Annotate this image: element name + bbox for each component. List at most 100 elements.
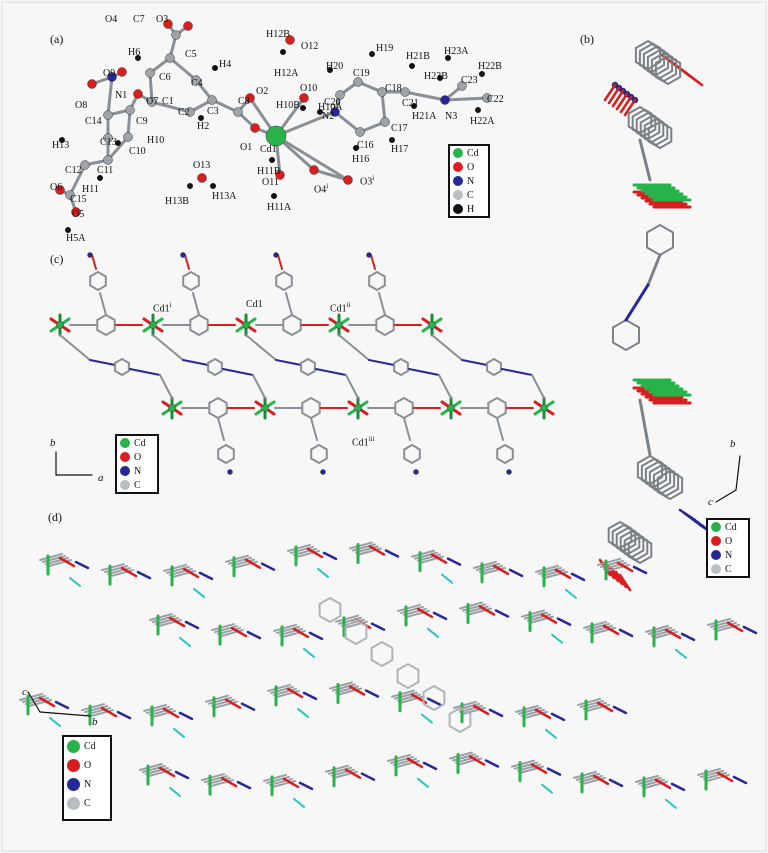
- d-n-3-5: [484, 759, 500, 768]
- atom-C13: [103, 133, 113, 143]
- atom-O9: [117, 67, 127, 77]
- h-atom-7: [279, 48, 287, 56]
- atom-C10: [123, 132, 133, 142]
- d-bond-1-4-2: [403, 607, 427, 616]
- atom-O7: [133, 89, 143, 99]
- b-top-o-3: [615, 92, 629, 111]
- atom-label: O11: [262, 178, 279, 188]
- atom-label: O2: [256, 87, 268, 97]
- atom-label: C21: [402, 99, 419, 109]
- bond-C10-C11: [106, 135, 130, 162]
- d-bond-3-7-2: [579, 774, 603, 783]
- pip-b-0: [159, 374, 173, 399]
- legend-row: O: [450, 160, 488, 174]
- atom-label: C22: [487, 95, 504, 105]
- h-atom-3: [114, 139, 122, 147]
- atom-O2: [245, 93, 255, 103]
- h-atom-9: [209, 182, 217, 190]
- d-bond-1-5-0: [459, 601, 483, 610]
- d-n-1-7: [618, 628, 634, 638]
- top-no2-2: [277, 254, 283, 270]
- atom-label: N3: [445, 112, 457, 122]
- d-hbond-0-4: [317, 567, 329, 578]
- d-hbond-2-2: [173, 727, 185, 738]
- d-hbond-1-2: [303, 647, 315, 658]
- atom-O8: [87, 79, 97, 89]
- atom-O6: [55, 185, 65, 195]
- d-bond-2-8-0: [515, 704, 539, 713]
- atom-label-text: O4: [314, 184, 327, 196]
- atom-label-text: H12A: [274, 68, 299, 79]
- atom-label: C11: [97, 166, 113, 176]
- d-bond-0-2-0: [163, 563, 187, 572]
- atom-label-text: H10B: [276, 100, 300, 111]
- top-upring-3: [368, 270, 386, 292]
- b-top-o-5: [623, 98, 637, 117]
- d-bond-2-6-0: [391, 689, 415, 698]
- d-bond-1-5-2: [465, 605, 489, 614]
- d-n-0-5: [384, 549, 400, 558]
- top-upring-0: [89, 270, 107, 292]
- pip-a-0: [59, 334, 91, 361]
- d-o-3-7: [592, 774, 610, 786]
- pip-b-2: [345, 374, 359, 399]
- atom-label: H17: [391, 145, 408, 155]
- atom-label: O3i: [360, 173, 374, 187]
- cd-label-text: Cd1: [153, 303, 170, 315]
- axis-b-label-b: b: [730, 438, 736, 450]
- bond-C3-C8: [210, 98, 240, 114]
- atom-label: H23A: [444, 47, 468, 57]
- atom-label-text: O4: [105, 14, 118, 25]
- legend-row: C: [117, 478, 157, 492]
- atom-label-text: C12: [65, 165, 82, 176]
- atom-label-text: C23: [461, 75, 478, 86]
- d-n-0-0: [74, 560, 90, 570]
- atom-label: C4: [191, 79, 203, 89]
- d-bond-2-2-0: [143, 703, 167, 712]
- d-o-0-5: [368, 545, 386, 556]
- d-hbond-0-2: [193, 587, 205, 598]
- atom-C5: [165, 53, 175, 63]
- atom-label-text: O13: [193, 160, 211, 171]
- top-ring-0: [96, 313, 116, 337]
- d-hbond-2-6: [421, 713, 433, 724]
- atom-label: H19: [376, 44, 393, 54]
- d-bond-1-8-2: [651, 628, 675, 637]
- h-atom-15: [368, 50, 376, 58]
- d-n-3-6: [546, 767, 562, 776]
- legend-row: O: [117, 450, 157, 464]
- atom-label-text: H10A: [318, 102, 343, 113]
- bond-N3-C22: [443, 96, 489, 102]
- cd-top-2: [242, 321, 250, 329]
- cd-label-text: Cd1: [246, 299, 263, 310]
- d-bond-3-4-2: [393, 757, 417, 766]
- atom-C12: [80, 160, 90, 170]
- d-n-1-6: [556, 617, 572, 626]
- bond-C14-N1: [106, 75, 114, 117]
- atom-C7: [171, 30, 181, 40]
- pip-a-4: [431, 334, 463, 361]
- d-bond-1-9-2: [713, 621, 737, 630]
- b-mid-link1: [646, 253, 662, 287]
- atom-C1: [147, 97, 157, 107]
- d-bond-2-5-0: [329, 681, 353, 690]
- d-bond-2-2-2: [149, 707, 173, 716]
- axis-b-c: [715, 489, 737, 503]
- legend-label: C: [467, 189, 474, 201]
- atom-label: C8: [238, 97, 250, 107]
- d-o-3-2: [282, 777, 300, 789]
- top-up-2: [285, 292, 293, 316]
- atom-C22: [482, 93, 492, 103]
- d-n-3-0: [174, 770, 190, 780]
- d-n-3-8: [670, 782, 686, 792]
- atom-label-text: H11: [82, 184, 99, 195]
- atom-label-text: H21B: [406, 51, 430, 62]
- legend-swatch: [67, 778, 80, 791]
- d-bond-2-4-2: [273, 687, 297, 696]
- atom-label-text: H13B: [165, 196, 189, 207]
- d-hbond-3-2: [293, 797, 305, 808]
- legend-row: N: [708, 548, 748, 562]
- d-o-1-6: [540, 613, 558, 624]
- pip-n2-1: [222, 368, 254, 376]
